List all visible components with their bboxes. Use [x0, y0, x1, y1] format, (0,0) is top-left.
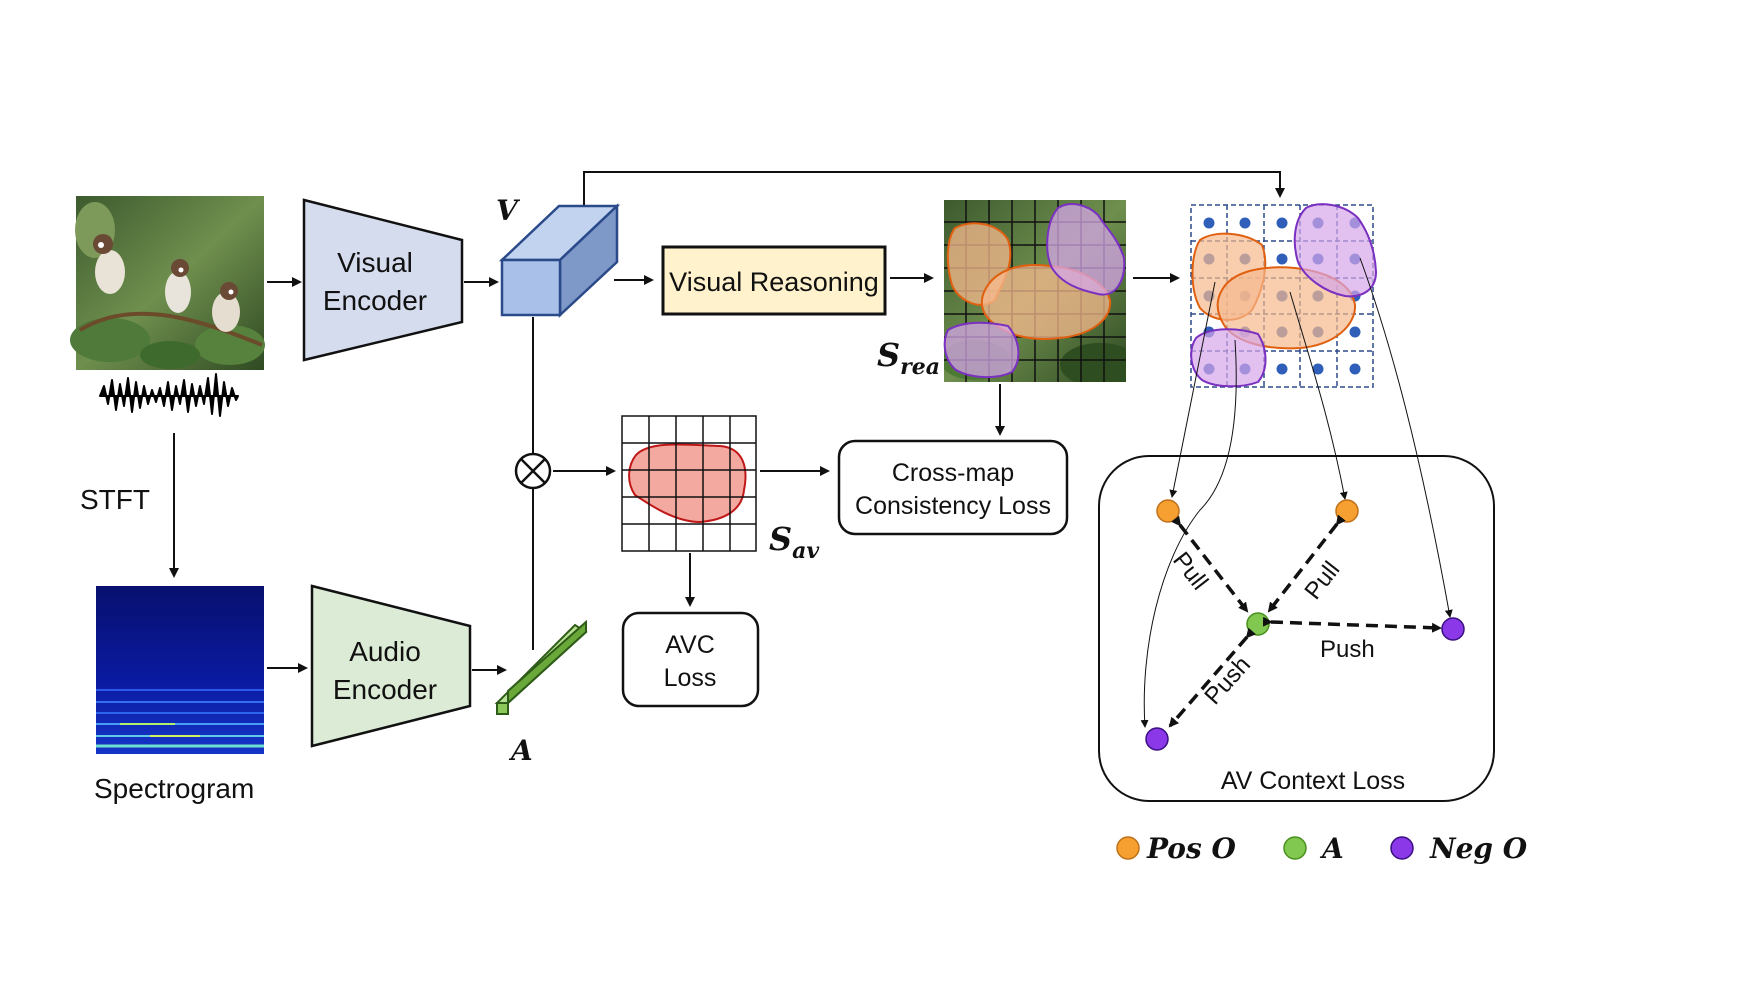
- neg-node-1: [1441, 617, 1465, 641]
- audio-feature-bar: [494, 619, 588, 715]
- legend-pos-swatch: [1116, 836, 1140, 860]
- s-rea-label: Srea: [877, 336, 940, 380]
- bird-photo: [70, 196, 265, 370]
- grid-pos-region-2: [1216, 266, 1357, 350]
- context-grid-map: [1190, 203, 1378, 388]
- v-feature-label: V: [496, 194, 521, 227]
- cross-map-loss-line2: Consistency Loss: [855, 492, 1051, 520]
- bird-2-shape: [165, 259, 191, 313]
- visual-reasoning-block: [661, 245, 887, 316]
- cross-map-loss-line1: Cross-map: [892, 459, 1014, 487]
- anchor-node: [1246, 612, 1270, 636]
- stft-label: STFT: [80, 484, 150, 515]
- legend-neg-label: Neg O: [1429, 832, 1528, 865]
- neg-node-2: [1145, 727, 1169, 751]
- legend-neg-swatch: [1390, 836, 1414, 860]
- waveform-icon: [99, 373, 239, 417]
- audio-encoder-label-line1: Audio: [349, 636, 421, 667]
- visual-feature-cube: [498, 203, 621, 318]
- legend-anchor-swatch: [1283, 836, 1307, 860]
- bird-1-shape: [93, 234, 125, 294]
- spectrogram-label: Spectrogram: [94, 773, 254, 804]
- audio-encoder-block: [310, 584, 472, 748]
- visual-encoder-label-line1: Visual: [337, 247, 413, 278]
- cross-map-loss-box: [837, 439, 1069, 536]
- multiply-icon: [514, 452, 552, 490]
- avc-loss-line1: AVC: [665, 631, 715, 659]
- pull-push-arrows: [1168, 514, 1442, 728]
- avc-loss-line2: Loss: [664, 664, 717, 692]
- legend-anchor-label: A: [1319, 832, 1344, 865]
- grid-neg-region-1: [1293, 203, 1378, 298]
- s-av-label: Sav: [769, 520, 819, 564]
- visual-encoder-block: [302, 198, 464, 362]
- grid-neg-region-2: [1190, 328, 1267, 388]
- pos-node-1: [1156, 499, 1180, 523]
- spectrogram-image: [96, 586, 264, 754]
- bird-3-shape: [212, 282, 240, 332]
- audio-encoder-label-line2: Encoder: [333, 674, 437, 705]
- legend-pos-label: Pos O: [1146, 832, 1236, 865]
- context-link-lines: [1140, 257, 1453, 728]
- s-rea-neg-region-2: [943, 321, 1020, 378]
- a-feature-label: A: [508, 734, 533, 767]
- s-rea-map: [943, 200, 1126, 382]
- visual-encoder-label-line2: Encoder: [323, 285, 427, 316]
- legend: Pos O A Neg O: [1116, 832, 1528, 865]
- s-rea-neg-region-1: [1046, 203, 1126, 296]
- s-av-map: [621, 415, 757, 552]
- push-label-1: Push: [1320, 636, 1375, 663]
- avc-loss-box: [621, 611, 760, 708]
- av-context-loss-label: AV Context Loss: [1221, 767, 1405, 795]
- pos-node-2: [1335, 499, 1359, 523]
- visual-reasoning-label: Visual Reasoning: [669, 267, 879, 297]
